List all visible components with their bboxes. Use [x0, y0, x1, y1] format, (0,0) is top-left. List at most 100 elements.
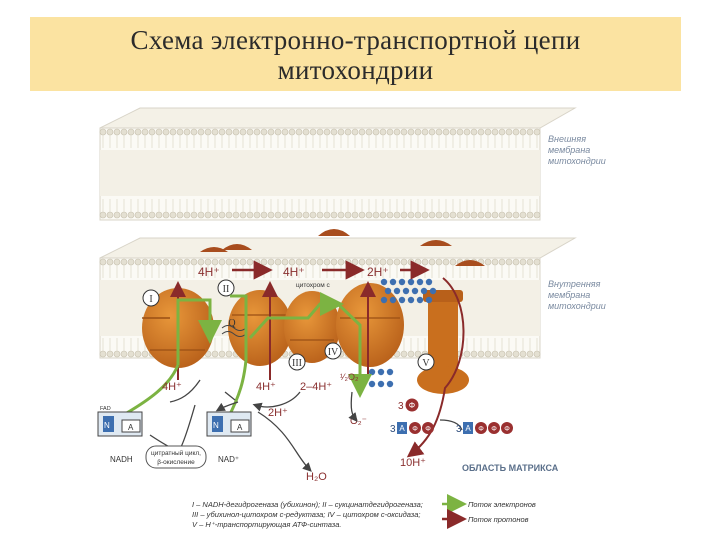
label-q: Q: [228, 318, 236, 329]
lipid-head: [141, 128, 149, 136]
o2-minus: O₂⁻: [350, 416, 367, 427]
lipid-head: [526, 128, 534, 136]
lipid-head: [344, 128, 352, 136]
lipid-head: [253, 211, 261, 219]
lipid-head: [267, 258, 275, 266]
lipid-head: [428, 258, 436, 266]
lipid-head: [484, 211, 492, 219]
ubiquinone-dot: [411, 287, 419, 295]
cytochrome-c-label: цитохром c: [296, 282, 331, 289]
lipid-head: [337, 128, 345, 136]
lipid-head: [379, 128, 387, 136]
lipid-head: [169, 211, 177, 219]
lipid-head: [519, 258, 527, 266]
lipid-head: [323, 128, 331, 136]
lipid-head: [218, 211, 226, 219]
lipid-head: [218, 128, 226, 136]
lipid-head: [99, 258, 107, 266]
lipid-head: [330, 211, 338, 219]
lipid-head: [477, 211, 485, 219]
lipid-head: [260, 211, 268, 219]
lipid-head: [323, 211, 331, 219]
ion-10h: 10H⁺: [400, 457, 426, 469]
lipid-head: [386, 128, 394, 136]
lipid-head: [470, 211, 478, 219]
ubiquinone-dot: [407, 296, 415, 304]
lipid-head: [246, 128, 254, 136]
lipid-head: [351, 211, 359, 219]
lipid-head: [183, 258, 191, 266]
ubiquinone-dot: [386, 368, 394, 376]
ubiquinone-dot: [384, 287, 392, 295]
lipid-head: [449, 258, 457, 266]
lipid-head: [414, 128, 422, 136]
lipid-head: [456, 211, 464, 219]
lipid-head: [120, 211, 128, 219]
lipid-head: [106, 128, 114, 136]
lipid-head: [309, 211, 317, 219]
lipid-head: [407, 258, 415, 266]
phi-2: Φ: [412, 426, 418, 433]
lipid-head: [498, 350, 506, 358]
lipid-head: [533, 258, 541, 266]
lipid-head: [197, 128, 205, 136]
membrane-protein-domes: [200, 229, 485, 266]
ubiquinone-dot: [380, 278, 388, 286]
lipid-head: [505, 211, 513, 219]
lipid-head: [127, 211, 135, 219]
lipid-head: [232, 258, 240, 266]
lipid-head: [463, 350, 471, 358]
nadh-dehydrogenase-box: FAD N A N A NADH NAD⁺ цитратный цикл, β-…: [97, 406, 252, 469]
lipid-head: [421, 128, 429, 136]
lipid-head: [176, 128, 184, 136]
lipid-head: [442, 128, 450, 136]
lipid-head: [260, 258, 268, 266]
lipid-head: [218, 258, 226, 266]
lipid-head: [148, 258, 156, 266]
label-iii: III: [292, 358, 302, 369]
lipid-head: [442, 211, 450, 219]
ubiquinone-dot: [407, 278, 415, 286]
label-iv: IV: [328, 347, 339, 358]
phi-3: Φ: [425, 426, 431, 433]
ubiquinone-dot: [368, 368, 376, 376]
outer-membrane-label-2: мембрана: [548, 145, 590, 155]
lipid-head: [274, 258, 282, 266]
cycle-line-1: цитратный цикл,: [151, 449, 201, 457]
ion-2h: 2H⁺: [367, 265, 389, 279]
lipid-head: [309, 258, 317, 266]
lipid-head: [169, 258, 177, 266]
ion-4h-bottom-1: 4H⁺: [162, 381, 182, 393]
lipid-head: [428, 128, 436, 136]
ubiquinone-dot: [429, 287, 437, 295]
lipid-head: [232, 211, 240, 219]
q-coil: [221, 325, 247, 337]
lipid-head: [505, 350, 513, 358]
matrix-label: ОБЛАСТЬ МАТРИКСА: [462, 463, 559, 473]
ion-2-4h: 2–4H⁺: [300, 381, 332, 393]
ion-4h-1: 4H⁺: [198, 265, 220, 279]
lipid-head: [351, 258, 359, 266]
inner-membrane-label-3: митохондрии: [548, 301, 606, 311]
phi-6: Φ: [504, 426, 510, 433]
lipid-head: [456, 128, 464, 136]
ubiquinone-dot: [389, 296, 397, 304]
lipid-head: [148, 128, 156, 136]
lipid-head: [400, 258, 408, 266]
lipid-head: [120, 350, 128, 358]
lipid-head: [155, 211, 163, 219]
lipid-head: [183, 211, 191, 219]
lipid-head: [134, 350, 142, 358]
lipid-head: [372, 128, 380, 136]
lipid-head: [449, 128, 457, 136]
a-left: A: [128, 423, 134, 432]
lipid-head: [372, 211, 380, 219]
a-right: A: [237, 423, 243, 432]
lipid-head: [379, 211, 387, 219]
half-o2: ¹⁄₂O₂: [340, 372, 359, 382]
cycle-line-2: β-окисление: [157, 459, 195, 466]
lipid-head: [512, 258, 520, 266]
lipid-head: [526, 258, 534, 266]
lipid-head: [169, 128, 177, 136]
